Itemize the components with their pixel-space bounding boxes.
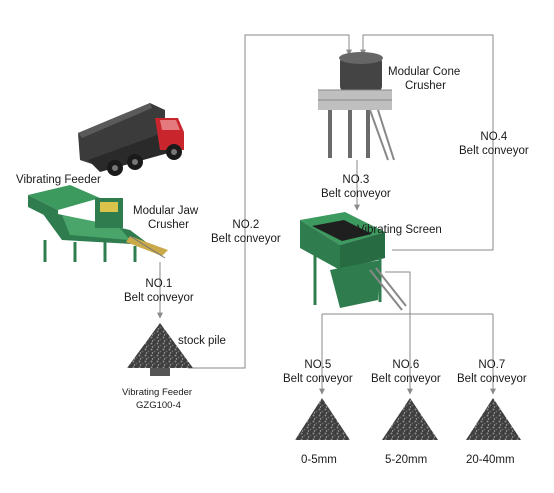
flow-line-no2 — [188, 34, 352, 369]
conveyor-no6-name: Belt conveyor — [371, 373, 441, 385]
conveyor-no5-name: Belt conveyor — [283, 373, 353, 385]
conveyor-no7-name: Belt conveyor — [457, 373, 527, 385]
conveyor-no3-name: Belt conveyor — [321, 188, 391, 200]
product-pile-20-40mm — [466, 398, 521, 440]
conveyor-no4-label: NO.4 Belt conveyor — [459, 130, 529, 158]
flow-line-no4 — [360, 34, 494, 251]
feeder-gzg-label-line1: Vibrating Feeder — [122, 387, 193, 398]
product-label-0-5mm: 0-5mm — [301, 454, 337, 466]
conveyor-no2-label: NO.2 Belt conveyor — [211, 218, 281, 246]
conveyor-no1-number: NO.1 — [145, 278, 173, 290]
product-label-5-20mm: 5-20mm — [385, 454, 428, 466]
cone-crusher-label-line2: Crusher — [405, 80, 446, 92]
conveyor-no6-number: NO.6 — [392, 359, 420, 371]
product-label-20-40mm: 20-40mm — [466, 454, 515, 466]
vibrating-screen-module-illustration — [300, 212, 407, 311]
conveyor-no7-number: NO.7 — [478, 359, 506, 371]
conveyor-no5-number: NO.5 — [304, 359, 332, 371]
cone-crusher-label-line1: Modular Cone — [388, 66, 461, 78]
conveyor-no1-name: Belt conveyor — [124, 292, 194, 304]
vibrating-feeder-label: Vibrating Feeder — [16, 174, 101, 186]
jaw-crusher-module-illustration — [28, 185, 168, 262]
jaw-crusher-label-line2: Crusher — [148, 219, 189, 231]
conveyor-no4-name: Belt conveyor — [459, 145, 529, 157]
product-pile-5-20mm — [382, 398, 438, 440]
stock-pile-illustration — [127, 323, 193, 376]
conveyor-no2-number: NO.2 — [232, 219, 260, 231]
conveyor-no7-label: NO.7 Belt conveyor — [457, 358, 527, 386]
feeder-gzg-label-line2: GZG100-4 — [136, 400, 181, 411]
jaw-crusher-label-line1: Modular Jaw — [133, 205, 199, 217]
conveyor-no5-label: NO.5 Belt conveyor — [283, 358, 353, 386]
conveyor-no3-number: NO.3 — [342, 174, 370, 186]
cone-crusher-module-illustration — [318, 52, 395, 161]
dump-truck-illustration — [78, 103, 184, 176]
product-pile-0-5mm — [295, 398, 350, 440]
flow-lines — [157, 34, 496, 395]
conveyor-no2-name: Belt conveyor — [211, 233, 281, 245]
flow-line-output-trunk — [385, 271, 411, 314]
vibrating-screen-label: Vibrating Screen — [357, 224, 442, 236]
conveyor-no6-label: NO.6 Belt conveyor — [371, 358, 441, 386]
conveyor-no3-label: NO.3 Belt conveyor — [321, 173, 391, 201]
conveyor-no4-number: NO.4 — [480, 131, 508, 143]
stock-pile-label: stock pile — [178, 335, 226, 347]
conveyor-no1-label: NO.1 Belt conveyor — [124, 277, 194, 305]
